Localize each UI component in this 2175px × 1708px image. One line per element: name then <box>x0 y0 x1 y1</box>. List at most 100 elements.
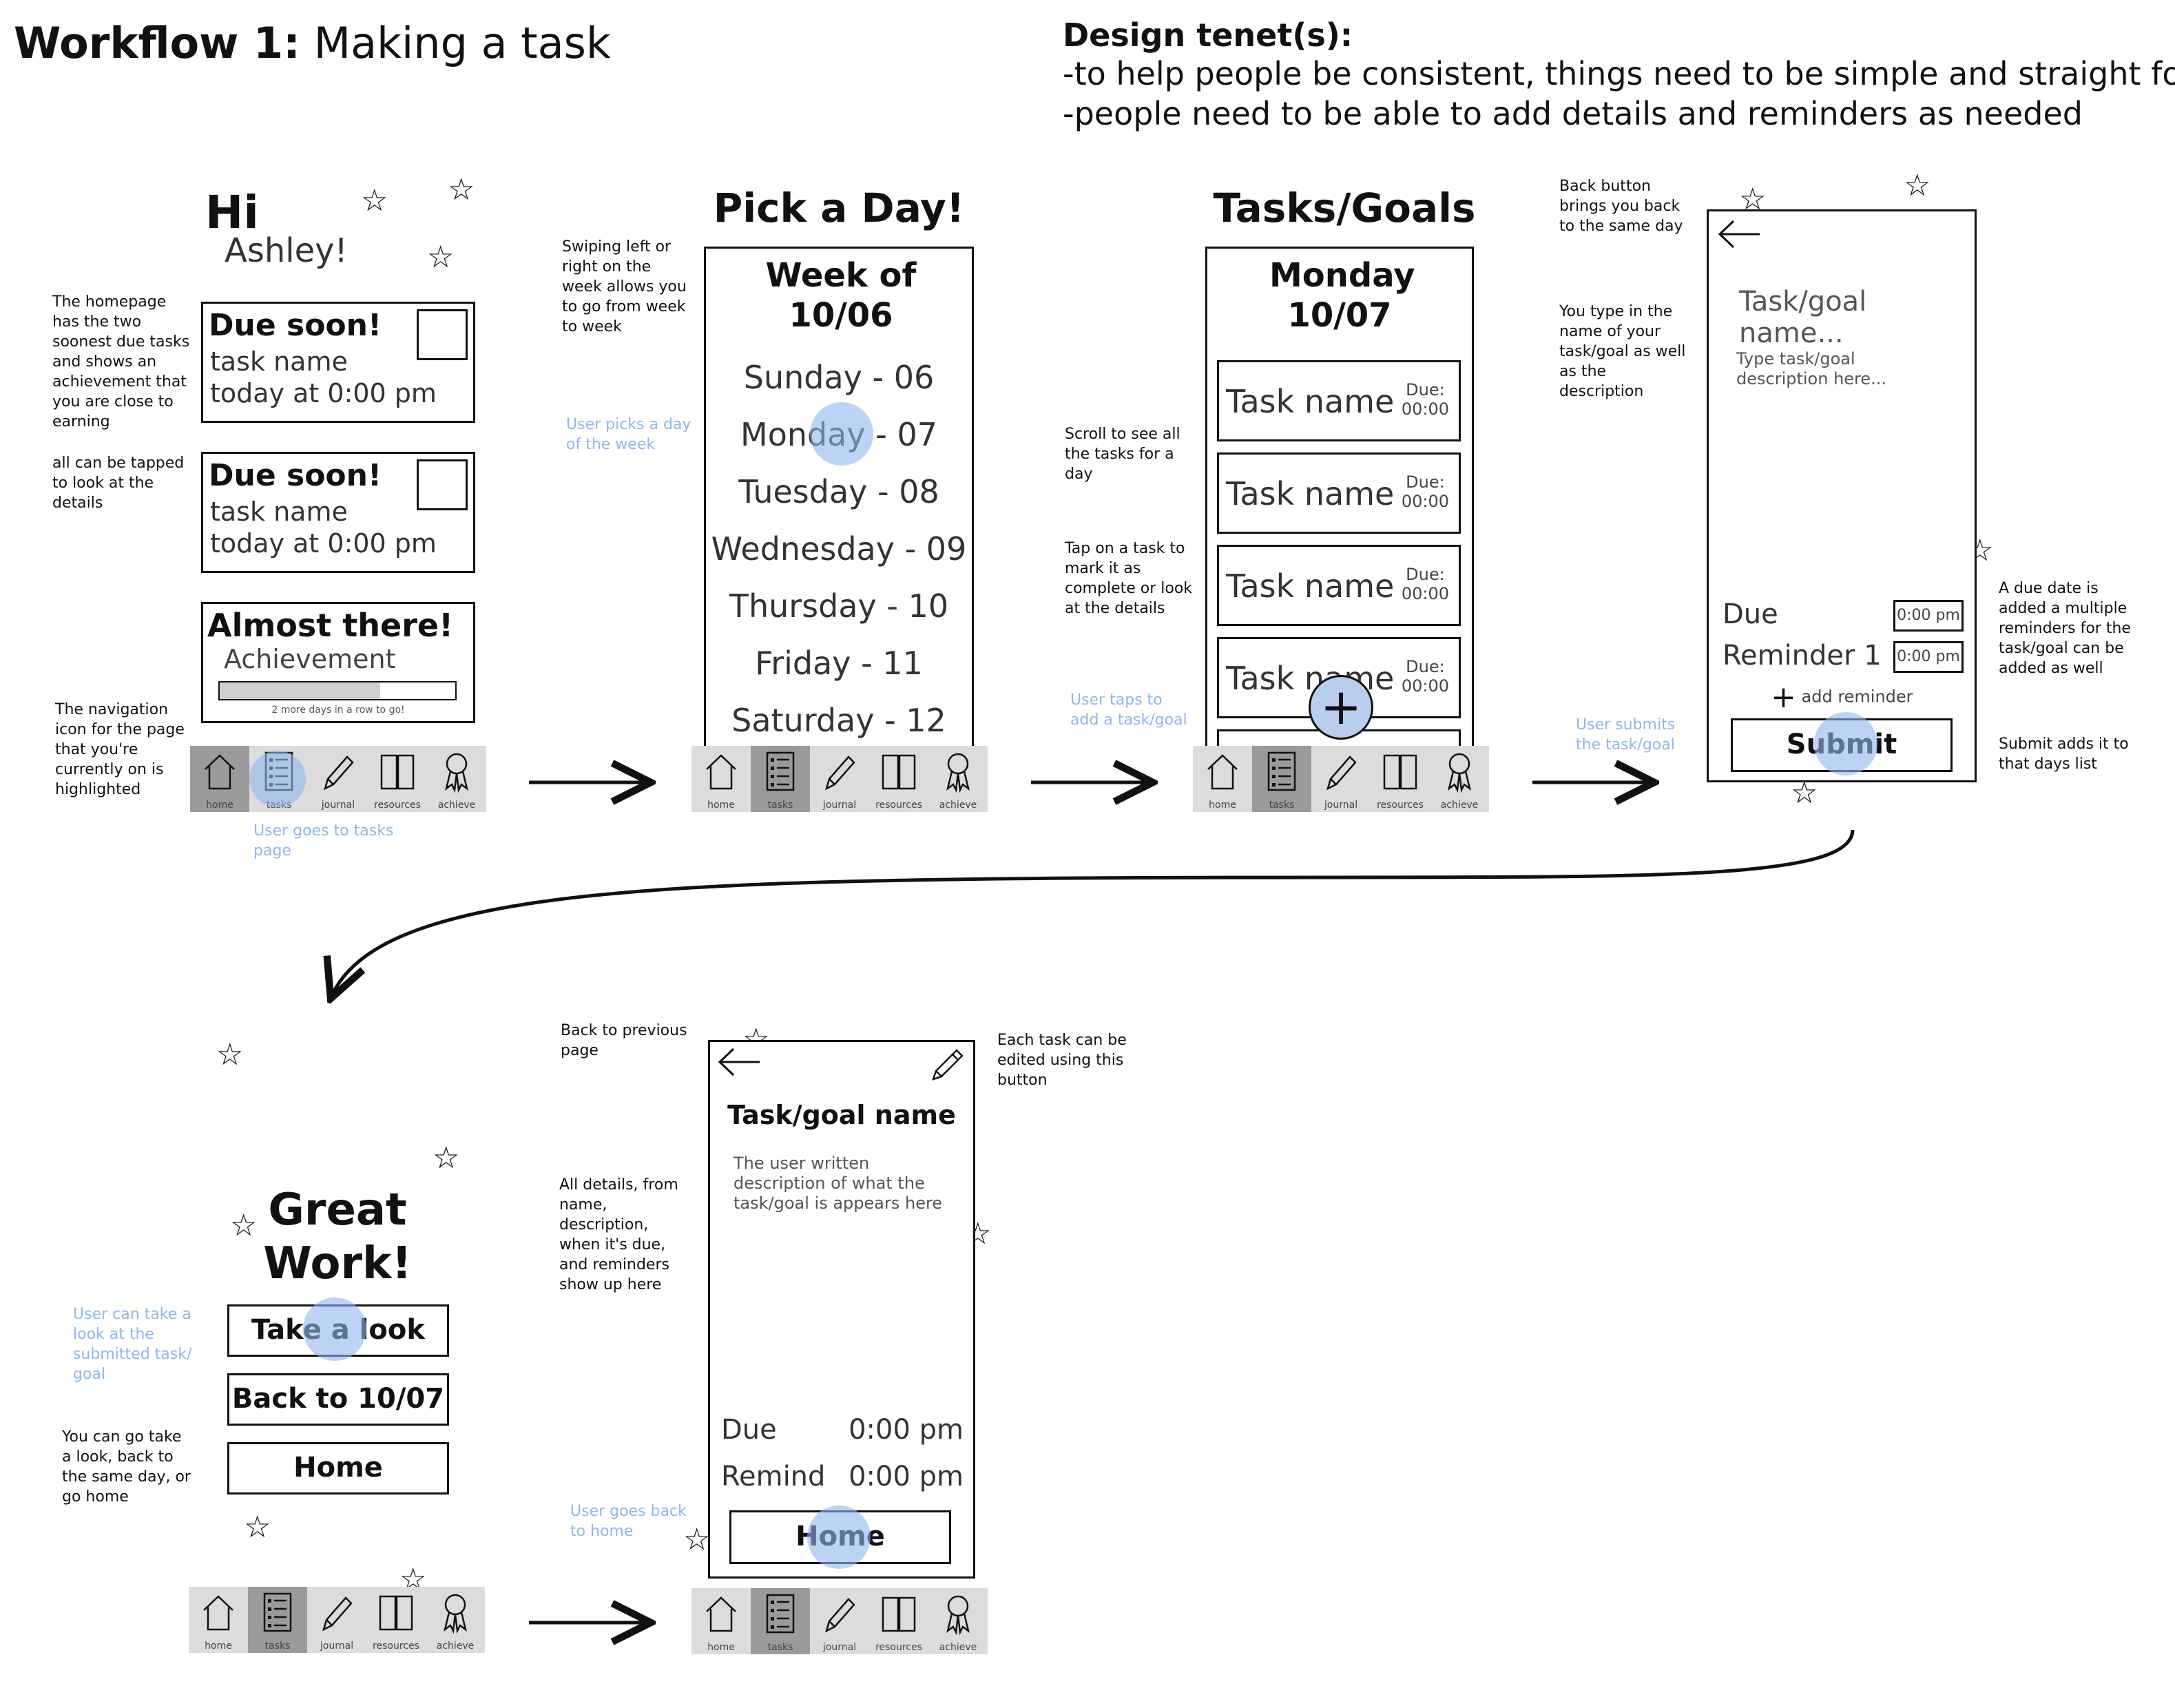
task-name-input[interactable]: Task/goal name... <box>1739 286 1867 349</box>
progress-caption: 2 more days in a row to go! <box>271 705 405 716</box>
nav-home[interactable]: home <box>691 1588 751 1654</box>
complete-checkbox[interactable] <box>417 459 468 510</box>
due-label: Due: <box>1406 657 1445 676</box>
back-to-day-button[interactable]: Back to 10/07 <box>227 1373 449 1426</box>
day-saturday[interactable]: Saturday - 12 <box>731 702 946 739</box>
due-time: 00:00 <box>1401 399 1449 419</box>
nav-achieve[interactable]: achieve <box>426 1587 485 1653</box>
due-time: 00:00 <box>1401 492 1449 511</box>
nav-tasks[interactable]: tasks <box>751 1588 810 1654</box>
note-homepage: The homepage has the two soonest due tas… <box>52 293 190 430</box>
tasks-list-icon <box>766 751 795 791</box>
nav-bar: home tasks journal resources achieve <box>691 1588 988 1654</box>
nav-journal[interactable]: journal <box>309 746 368 812</box>
nav-tasks[interactable]: tasks <box>1252 746 1311 812</box>
due-label: Due: <box>1406 472 1445 492</box>
add-task-button[interactable]: + <box>1309 675 1373 740</box>
reminder-time-input[interactable]: 0:00 pm <box>1893 641 1964 673</box>
nav-achieve[interactable]: achieve <box>1430 746 1489 812</box>
note-all-details: All details, from name, description, whe… <box>559 1176 678 1293</box>
nav-home[interactable]: home <box>1193 746 1252 812</box>
nav-label: tasks <box>1269 800 1295 811</box>
nav-label: journal <box>822 1642 857 1653</box>
task-due: Due:00:00 <box>1402 565 1449 603</box>
nav-bar: home tasks journal resources achieve <box>691 746 988 812</box>
due-soon-card-2[interactable]: Due soon! task name today at 0:00 pm <box>201 452 475 573</box>
nav-resources[interactable]: resources <box>368 746 427 812</box>
nav-tasks[interactable]: tasks <box>751 746 810 812</box>
complete-checkbox[interactable] <box>417 309 468 360</box>
progress-bar <box>218 681 457 700</box>
book-icon <box>379 1595 413 1631</box>
nav-achieve[interactable]: achieve <box>427 746 486 812</box>
day-friday[interactable]: Friday - 11 <box>755 645 923 682</box>
note-submit-adds: Submit adds it to that days list <box>1999 736 2129 773</box>
back-arrow-icon[interactable] <box>1716 217 1764 251</box>
tenet-2: -people need to be able to add details a… <box>1063 95 2083 132</box>
task-name: Task name <box>1226 475 1395 512</box>
day-tuesday[interactable]: Tuesday - 08 <box>738 473 939 510</box>
card-task-time: today at 0:00 pm <box>210 528 437 559</box>
home-button[interactable]: Home <box>227 1442 449 1494</box>
nav-resources[interactable]: resources <box>869 746 928 812</box>
note-due-date: A due date is added a multiple reminders… <box>1999 580 2131 677</box>
note-go-options: You can go take a look, back to the same… <box>62 1428 191 1506</box>
nav-label: tasks <box>767 1642 793 1653</box>
task-due: Due:00:00 <box>1402 472 1449 511</box>
description-input[interactable]: Type task/goal description here... <box>1736 349 1887 388</box>
task-row[interactable]: Task name Due:00:00 <box>1217 360 1461 441</box>
day-thursday[interactable]: Thursday - 10 <box>729 587 949 625</box>
nav-resources[interactable]: resources <box>869 1588 928 1654</box>
nav-home[interactable]: home <box>189 1587 248 1653</box>
nav-journal[interactable]: journal <box>1311 746 1371 812</box>
back-arrow-icon[interactable] <box>716 1045 764 1079</box>
nav-label: achieve <box>939 1642 977 1653</box>
nav-resources[interactable]: resources <box>366 1587 426 1653</box>
note-tap-task: Tap on a task to mark it as complete or … <box>1065 540 1193 617</box>
day-wednesday[interactable]: Wednesday - 09 <box>711 530 967 567</box>
achievement-card[interactable]: Almost there! Achievement name 2 more da… <box>201 602 475 723</box>
nav-achieve[interactable]: achieve <box>928 1588 988 1654</box>
page-title: Tasks/Goals <box>1213 185 1476 231</box>
nav-tasks[interactable]: tasks <box>248 1587 307 1653</box>
due-label: Due: <box>1406 380 1445 399</box>
remind-label: Remind <box>721 1461 826 1492</box>
nav-journal[interactable]: journal <box>810 746 869 812</box>
due-label: Due: <box>1406 565 1445 584</box>
task-row[interactable]: Task name Due:00:00 <box>1217 545 1461 626</box>
nav-home[interactable]: home <box>190 746 249 812</box>
home-icon <box>203 1595 233 1631</box>
due-label: Due <box>1723 598 1778 630</box>
note-scroll: Scroll to see all the tasks for a day <box>1065 426 1180 483</box>
nav-label: resources <box>374 800 421 811</box>
note-edit: Each task can be edited using this butto… <box>997 1032 1127 1089</box>
note-nav-icon: The navigation icon for the page that yo… <box>55 701 185 798</box>
due-value: 0:00 pm <box>849 1414 964 1446</box>
task-name: Task name <box>1226 383 1395 420</box>
star-icon: ☆ <box>427 240 455 275</box>
home-icon <box>706 1596 736 1632</box>
edit-pencil-icon[interactable] <box>929 1045 968 1083</box>
add-reminder-button[interactable]: + add reminder <box>1771 680 1913 715</box>
note-tappable: all can be tapped to look at the details <box>52 455 185 512</box>
due-time-input[interactable]: 0:00 pm <box>1893 600 1964 632</box>
nav-label: home <box>206 800 233 811</box>
note-user-home: User goes back to home <box>570 1503 687 1540</box>
star-icon: ☆ <box>1904 168 1931 203</box>
nav-journal[interactable]: journal <box>307 1587 366 1653</box>
nav-journal[interactable]: journal <box>810 1588 869 1654</box>
day-sunday[interactable]: Sunday - 06 <box>743 359 935 396</box>
note-user-tasks: User goes to tasks page <box>253 822 394 860</box>
nav-label: home <box>707 800 735 811</box>
due-soon-card-1[interactable]: Due soon! task name today at 0:00 pm <box>201 302 475 423</box>
nav-label: journal <box>822 800 857 811</box>
nav-achieve[interactable]: achieve <box>928 746 988 812</box>
pencil-icon <box>825 756 855 791</box>
due-time: 00:00 <box>1401 676 1449 696</box>
task-row[interactable]: Task name Due:00:00 <box>1217 452 1461 534</box>
add-reminder-label: add reminder <box>1801 687 1913 707</box>
nav-home[interactable]: home <box>691 746 751 812</box>
nav-resources[interactable]: resources <box>1371 746 1430 812</box>
detail-screen: Task/goal name The user written descript… <box>708 1040 975 1579</box>
nav-bar: home tasks journal resources achieve <box>1193 746 1489 812</box>
